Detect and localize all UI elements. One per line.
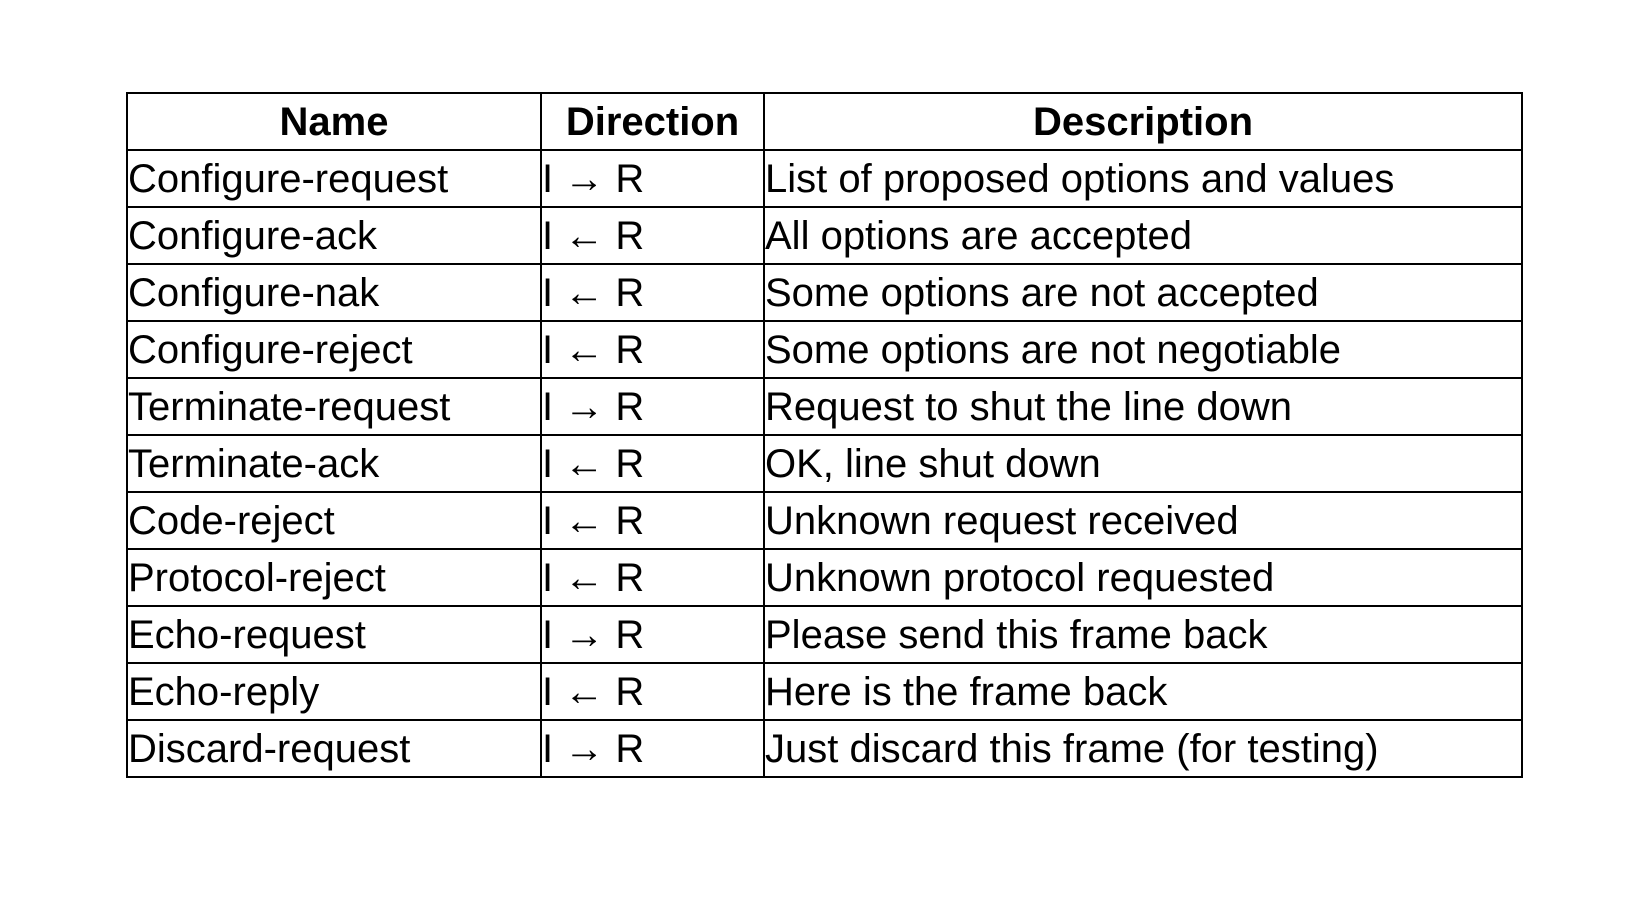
cell-name: Configure-request: [126, 149, 542, 208]
cell-name: Code-reject: [126, 491, 542, 550]
cell-description: Here is the frame back: [763, 662, 1523, 721]
cell-description: Some options are not accepted: [763, 263, 1523, 322]
cell-name: Echo-reply: [126, 662, 542, 721]
cell-description: Request to shut the line down: [763, 377, 1523, 436]
cell-name: Discard-request: [126, 719, 542, 778]
cell-direction: I ← R: [540, 434, 765, 493]
column-header-name: Name: [126, 92, 542, 151]
cell-name: Echo-request: [126, 605, 542, 664]
cell-name: Configure-ack: [126, 206, 542, 265]
cell-name: Protocol-reject: [126, 548, 542, 607]
cell-direction: I ← R: [540, 206, 765, 265]
cell-description: Unknown protocol requested: [763, 548, 1523, 607]
cell-description: Some options are not negotiable: [763, 320, 1523, 379]
cell-description: All options are accepted: [763, 206, 1523, 265]
column-header-description: Description: [763, 92, 1523, 151]
cell-description: List of proposed options and values: [763, 149, 1523, 208]
cell-description: Unknown request received: [763, 491, 1523, 550]
cell-direction: I → R: [540, 719, 765, 778]
lcp-frame-types-table: Name Direction Description Configure-req…: [126, 92, 1523, 778]
cell-description: Just discard this frame (for testing): [763, 719, 1523, 778]
cell-direction: I ← R: [540, 320, 765, 379]
cell-name: Configure-nak: [126, 263, 542, 322]
cell-direction: I ← R: [540, 548, 765, 607]
cell-direction: I → R: [540, 149, 765, 208]
cell-description: OK, line shut down: [763, 434, 1523, 493]
cell-direction: I ← R: [540, 263, 765, 322]
cell-direction: I → R: [540, 605, 765, 664]
column-header-direction: Direction: [540, 92, 765, 151]
table-header: Name Direction Description: [126, 92, 1523, 151]
cell-name: Terminate-request: [126, 377, 542, 436]
cell-description: Please send this frame back: [763, 605, 1523, 664]
cell-direction: I ← R: [540, 491, 765, 550]
cell-name: Configure-reject: [126, 320, 542, 379]
cell-direction: I ← R: [540, 662, 765, 721]
cell-direction: I → R: [540, 377, 765, 436]
header-row: Name Direction Description: [126, 92, 1523, 151]
cell-name: Terminate-ack: [126, 434, 542, 493]
